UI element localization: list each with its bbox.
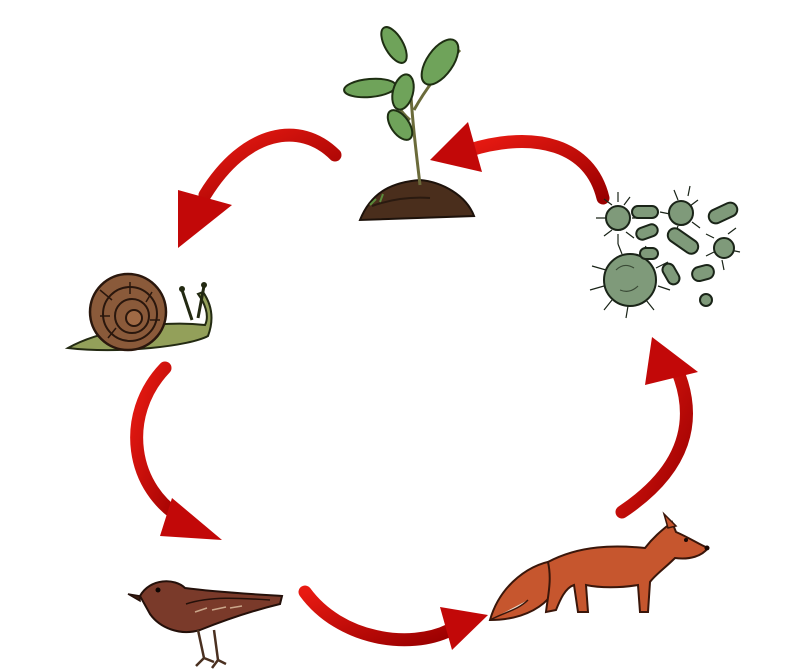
bacteria-decomposer-icon	[589, 185, 741, 319]
snail-icon	[64, 272, 213, 352]
arrow-bird-to-fox	[298, 585, 488, 650]
arrow-bacteria-to-plant	[430, 122, 610, 205]
bird-icon	[127, 580, 284, 669]
fox-icon	[488, 511, 710, 622]
arrow-fox-to-bacteria	[615, 337, 698, 519]
arrow-snail-to-bird	[130, 361, 222, 540]
arrow-plant-to-snail	[178, 128, 342, 248]
plant-seedling-icon	[343, 26, 476, 222]
